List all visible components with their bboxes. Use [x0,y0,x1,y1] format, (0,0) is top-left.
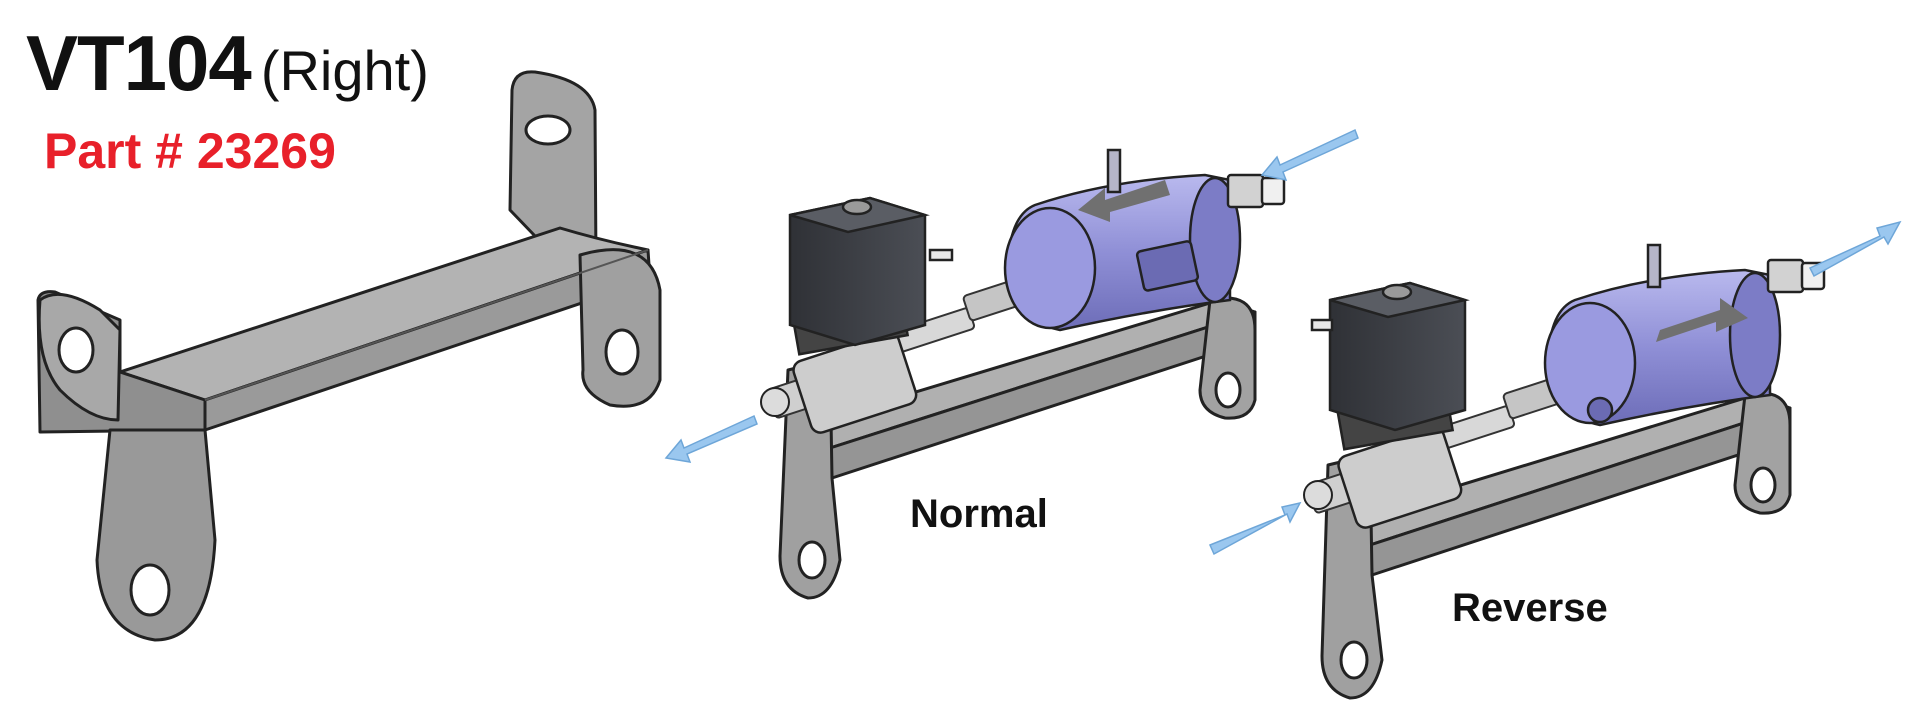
flow-arrow-out [1808,220,1902,278]
meter-display [1135,240,1200,292]
mount-hole [797,540,827,580]
flow-meter-reverse [1543,243,1826,427]
inlet-port [1303,480,1333,510]
assembly-normal [664,128,1359,600]
sensor-port [1646,243,1662,289]
flow-arrow-in [1260,128,1359,182]
valve-nut [841,198,873,216]
direction-arrow [1656,298,1748,342]
model-side: (Right) [260,39,429,102]
title: VT104(Right) [26,18,429,109]
outlet-port [760,387,790,417]
bracket-reverse [1320,391,1792,700]
connector-pin [1310,318,1334,332]
mount-hole [1339,640,1369,680]
flow-arrow-in [1208,501,1302,556]
fitting [1260,176,1286,206]
solenoid-valve-reverse [1310,281,1470,529]
flow-arrows-normal [664,128,1359,463]
solenoid-valve-normal [788,196,954,434]
meter-port [1586,396,1614,424]
part-number: Part # 23269 [44,123,336,179]
direction-arrow [1078,180,1170,222]
sensor-port [1106,148,1122,194]
bracket-large [36,70,662,642]
flow-arrows-reverse [1208,220,1902,556]
fitting [1226,173,1265,209]
mount-hole [129,563,171,617]
meter-face [1003,206,1097,330]
mount-hole [1214,371,1242,409]
assembly-reverse [1208,220,1902,700]
fitting [1766,258,1805,294]
meter-face [1543,301,1637,425]
mount-hole [604,328,640,376]
connector-pin [928,248,954,262]
label-reverse: Reverse [1452,586,1608,630]
model-name: VT104 [26,19,252,107]
label-normal: Normal [910,492,1048,536]
flow-meter-normal [1003,148,1286,332]
mount-hole [1749,466,1777,504]
mount-hole [57,326,95,374]
valve-nut [1381,283,1413,301]
flow-arrow-out [664,414,758,463]
slot-hole [524,114,572,146]
bracket-normal [778,296,1257,600]
